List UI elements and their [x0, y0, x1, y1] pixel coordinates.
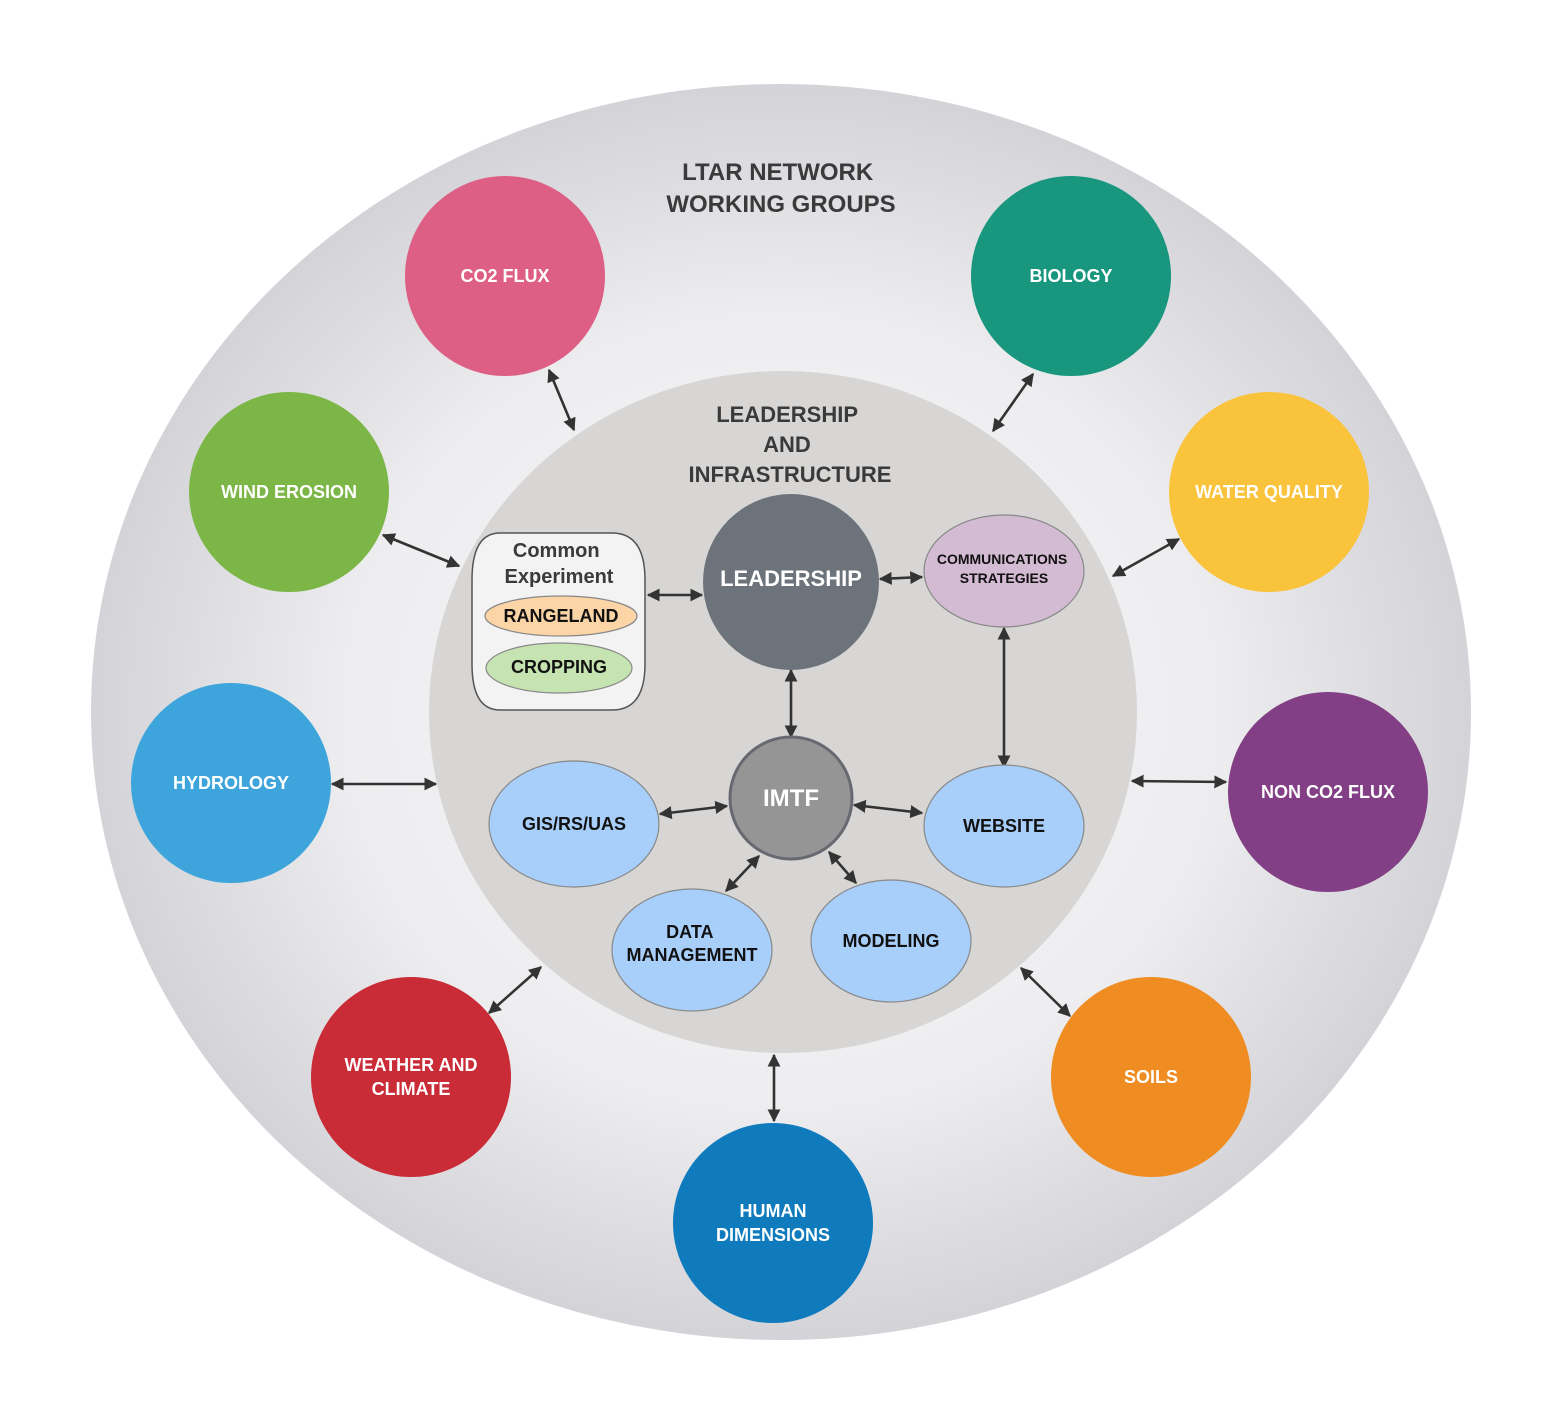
working-group-circle-non-co2-flux: [1228, 692, 1428, 892]
communications-label-line-2: STRATEGIES: [960, 570, 1048, 586]
node-imtf: IMTF: [728, 735, 854, 861]
working-group-label-co2-flux: CO2 FLUX: [460, 266, 549, 286]
working-group-label-water-quality: WATER QUALITY: [1195, 482, 1343, 502]
working-group-biology: BIOLOGY: [971, 176, 1171, 376]
working-group-label-biology: BIOLOGY: [1029, 266, 1112, 286]
common-experiment-title: Common Experiment: [505, 540, 614, 588]
working-group-label-weather-climate: WEATHER AND CLIMATE: [345, 1055, 478, 1099]
working-group-circle-water-quality: [1169, 392, 1369, 592]
working-group-label-line: DIMENSIONS: [716, 1225, 830, 1245]
rangeland-label: RANGELAND: [504, 606, 619, 626]
inner-title-line-1: LEADERSHIP: [716, 402, 857, 427]
working-group-circle-soils: [1051, 977, 1251, 1177]
working-group-label-line: CLIMATE: [372, 1079, 451, 1099]
node-website: WEBSITE: [923, 764, 1085, 888]
arrows-inner: [646, 571, 1011, 892]
data-management-label-line-1: DATA: [666, 922, 713, 942]
arrow-weather-climate: [488, 966, 542, 1014]
outer-title: LTAR NETWORK WORKING GROUPS: [666, 159, 895, 218]
inner-title: LEADERSHIP AND INFRASTRUCTURE: [689, 402, 892, 487]
working-group-non-co2-flux: NON CO2 FLUX: [1228, 692, 1428, 892]
cropping-label: CROPPING: [511, 657, 607, 677]
arrow-imtf-data-management: [725, 855, 760, 892]
leadership-label: LEADERSHIP: [720, 566, 862, 591]
inner-title-line-2: AND: [763, 432, 811, 457]
outer-title-line-2: WORKING GROUPS: [666, 191, 895, 218]
imtf-label: IMTF: [763, 785, 819, 812]
working-group-label-line: HYDROLOGY: [173, 773, 289, 793]
data-management-label: DATA MANAGEMENT: [627, 922, 758, 965]
inner-title-line-3: INFRASTRUCTURE: [689, 462, 892, 487]
working-group-circle-weather-climate: [311, 977, 511, 1177]
working-group-label-line: NON CO2 FLUX: [1261, 782, 1395, 802]
common-experiment-title-line-1: Common: [513, 540, 600, 562]
working-group-circle-biology: [971, 176, 1171, 376]
node-communications-strategies: COMMUNICATIONS STRATEGIES: [923, 514, 1085, 628]
arrow-co2-flux: [547, 368, 576, 432]
working-group-label-soils: SOILS: [1124, 1067, 1178, 1087]
working-group-label-line: HUMAN: [740, 1201, 807, 1221]
working-group-soils: SOILS: [1051, 977, 1251, 1177]
working-group-label-line: WIND EROSION: [221, 482, 357, 502]
working-group-circle-human-dimensions: [673, 1123, 873, 1323]
working-group-label-non-co2-flux: NON CO2 FLUX: [1261, 782, 1395, 802]
arrow-water-quality: [1111, 537, 1181, 578]
arrow-biology: [991, 372, 1035, 433]
working-group-label-line: WEATHER AND: [345, 1055, 478, 1075]
data-management-label-line-2: MANAGEMENT: [627, 945, 758, 965]
working-group-human-dimensions: HUMAN DIMENSIONS: [673, 1123, 873, 1323]
arrow-imtf-website: [852, 799, 924, 819]
arrow-imtf-modeling: [828, 851, 857, 884]
gis-label: GIS/RS/UAS: [522, 814, 626, 834]
rangeland-pill: [484, 595, 638, 637]
working-group-circle-hydrology: [131, 683, 331, 883]
arrow-imtf-gis: [658, 800, 729, 820]
arrow-wind-erosion: [381, 533, 461, 568]
working-group-label-wind-erosion: WIND EROSION: [221, 482, 357, 502]
working-group-label-hydrology: HYDROLOGY: [173, 773, 289, 793]
working-group-label-line: SOILS: [1124, 1067, 1178, 1087]
node-modeling: MODELING: [810, 879, 972, 1003]
arrow-non-co2-flux: [1130, 774, 1228, 789]
communications-label: COMMUNICATIONS STRATEGIES: [937, 551, 1071, 586]
common-experiment-box: Common Experiment RANGELAND CROPPING: [471, 532, 646, 711]
cropping-pill: [485, 642, 633, 694]
arrow-soils: [1020, 967, 1071, 1017]
working-groups: CO2 FLUX BIOLOGY WIND EROSION WATER QUALITY…: [131, 176, 1428, 1323]
working-group-circle-wind-erosion: [189, 392, 389, 592]
working-group-label-line: BIOLOGY: [1029, 266, 1112, 286]
working-group-circle-co2-flux: [405, 176, 605, 376]
working-group-weather-climate: WEATHER AND CLIMATE: [311, 977, 511, 1177]
website-label: WEBSITE: [963, 816, 1045, 836]
arrow-leadership-communications: [878, 571, 924, 585]
modeling-label: MODELING: [843, 931, 940, 951]
working-group-label-line: WATER QUALITY: [1195, 482, 1343, 502]
outer-title-line-1: LTAR NETWORK: [682, 159, 874, 186]
arrows-outer: [330, 368, 1228, 1123]
working-group-label-line: CO2 FLUX: [460, 266, 549, 286]
working-group-hydrology: HYDROLOGY: [131, 683, 331, 883]
node-leadership: LEADERSHIP: [703, 494, 879, 670]
working-group-co2-flux: CO2 FLUX: [405, 176, 605, 376]
node-data-management: DATA MANAGEMENT: [611, 888, 773, 1012]
working-group-label-human-dimensions: HUMAN DIMENSIONS: [716, 1201, 830, 1245]
working-group-water-quality: WATER QUALITY: [1169, 392, 1369, 592]
working-group-wind-erosion: WIND EROSION: [189, 392, 389, 592]
node-gis-rs-uas: GIS/RS/UAS: [488, 760, 660, 888]
common-experiment-title-line-2: Experiment: [505, 566, 614, 588]
communications-label-line-1: COMMUNICATIONS: [937, 551, 1067, 567]
